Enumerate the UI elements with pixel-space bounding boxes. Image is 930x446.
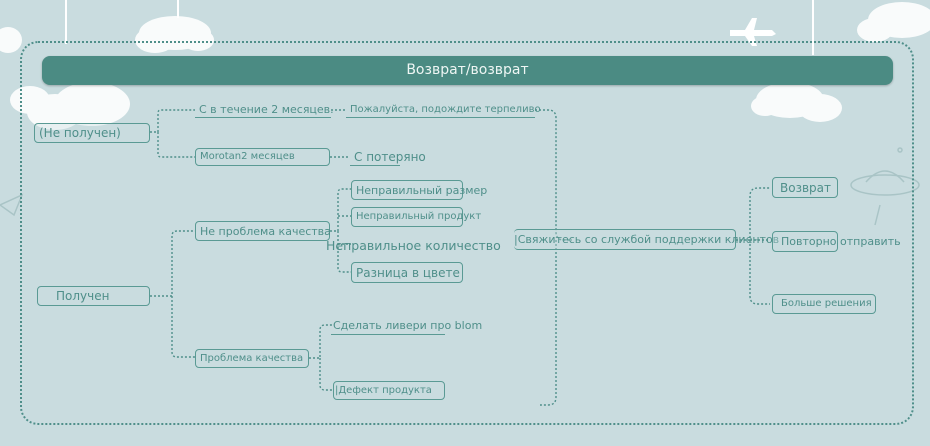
diagram-title: Возврат/возврат [42, 56, 893, 85]
node-received[interactable]: Получен [37, 286, 150, 306]
node-return[interactable]: Возврат [772, 177, 838, 198]
node-please-wait[interactable]: Пожалуйста, подождите терпеливо [346, 102, 541, 118]
node-lost[interactable]: С потеряно [350, 148, 426, 166]
node-color-difference[interactable]: Разница в цвете [351, 262, 463, 283]
node-product-defect[interactable]: |Дефект продукта [333, 381, 445, 400]
node-not-received[interactable]: (Не получен) [34, 123, 150, 143]
node-wrong-quantity[interactable]: Неправильное количество [326, 237, 501, 253]
rocket-icon [0, 193, 24, 217]
diagram-frame [20, 41, 914, 425]
node-wrong-size[interactable]: Неправильный размер [351, 180, 487, 200]
cloud-icon [751, 82, 842, 122]
node-within-2-months[interactable]: С в течение 2 месяцев. [195, 102, 334, 118]
node-morotan-2-months[interactable]: Morotan2 месяцев [195, 148, 330, 166]
ufo-icon [850, 147, 920, 226]
node-resend[interactable]: Повторно отправить [772, 231, 901, 252]
hanging-string-icon [65, 0, 814, 55]
cloud-icon [0, 27, 22, 53]
node-contact-support[interactable]: |Свяжитесь со службой поддержки клиентов [514, 229, 779, 250]
node-quality-problem[interactable]: Проблема качества [195, 349, 309, 368]
node-make-delivery[interactable]: Сделать ливери про blom [331, 316, 482, 335]
node-not-quality-problem[interactable]: Не проблема качества [195, 221, 331, 241]
node-wrong-product[interactable]: Неправильный продукт [351, 207, 481, 227]
node-more-solutions[interactable]: Больше решения [772, 294, 876, 314]
cloud-icon [857, 2, 930, 42]
